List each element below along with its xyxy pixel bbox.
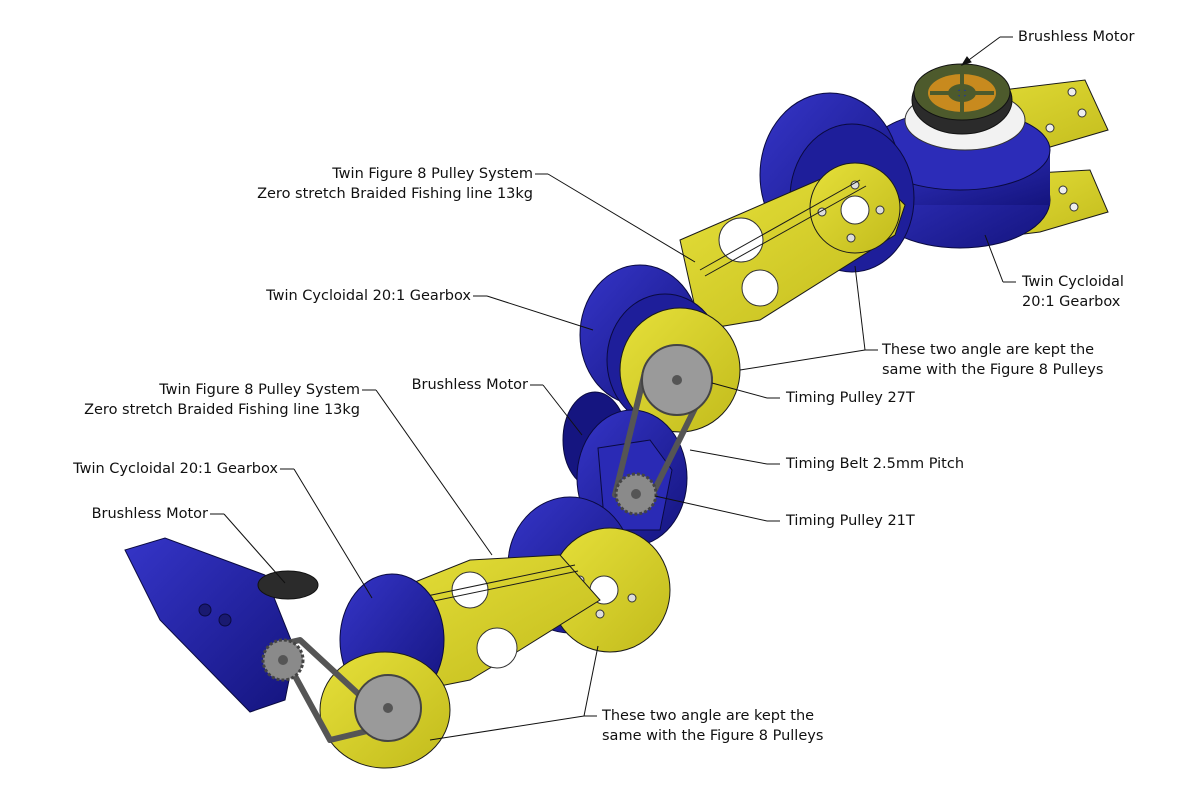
label-gearbox-right-line1: Twin Cycloidal <box>1022 274 1124 290</box>
label-angle-note-bottom-line1: These two angle are kept the <box>602 708 815 724</box>
leader-pulley21-diag <box>654 495 768 522</box>
leader-gearbox-mid-diag <box>486 295 594 331</box>
label-gearbox-right: Twin Cycloidal 20:1 Gearbox <box>1022 272 1124 312</box>
label-brushless-motor-top: Brushless Motor <box>1018 27 1134 47</box>
leader-angle-top-b <box>739 349 866 371</box>
lower-joint-gearbox <box>507 496 671 653</box>
label-pulley-system-mid-line2: Zero stretch Braided Fishing line 13kg <box>84 402 360 418</box>
label-timing-pulley-27t: Timing Pulley 27T <box>786 388 915 408</box>
label-gearbox-left-text: Twin Cycloidal 20:1 Gearbox <box>73 461 278 477</box>
label-timing-pulley-21t-text: Timing Pulley 21T <box>786 513 915 529</box>
label-angle-note-bottom: These two angle are kept the same with t… <box>602 706 823 746</box>
leader-angle-top-a <box>854 265 866 351</box>
label-brushless-motor-top-text: Brushless Motor <box>1018 29 1135 45</box>
label-angle-note-top: These two angle are kept the same with t… <box>882 340 1103 380</box>
label-brushless-motor-mid-text: Brushless Motor <box>411 377 528 393</box>
upper-arm-link <box>679 162 906 331</box>
label-timing-pulley-27t-text: Timing Pulley 27T <box>786 390 915 406</box>
leader-belt-diag <box>689 449 768 465</box>
label-pulley-system-top-line1: Twin Figure 8 Pulley System <box>332 166 533 182</box>
label-gearbox-left: Twin Cycloidal 20:1 Gearbox <box>73 459 278 479</box>
leader-angle-bottom-a <box>583 645 599 717</box>
label-brushless-motor-left-text: Brushless Motor <box>91 506 208 522</box>
label-brushless-motor-left: Brushless Motor <box>92 504 208 524</box>
top-brushless-motor <box>904 63 1026 151</box>
leader-brushless-left-diag <box>223 513 286 584</box>
label-pulley-system-top-line2: Zero stretch Braided Fishing line 13kg <box>257 186 533 202</box>
leader-pulley27-diag <box>711 382 768 399</box>
label-timing-pulley-21t: Timing Pulley 21T <box>786 511 915 531</box>
label-angle-note-bottom-line2: same with the Figure 8 Pulleys <box>602 728 824 744</box>
label-gearbox-mid: Twin Cycloidal 20:1 Gearbox <box>266 286 471 306</box>
label-brushless-motor-mid: Brushless Motor <box>412 375 528 395</box>
label-pulley-system-mid-line1: Twin Figure 8 Pulley System <box>159 382 360 398</box>
leader-pulley-top-diag <box>547 173 696 263</box>
label-gearbox-right-line2: 20:1 Gearbox <box>1022 294 1121 310</box>
left-timing-belt-drive <box>261 637 451 769</box>
label-timing-belt: Timing Belt 2.5mm Pitch <box>786 454 964 474</box>
leader-pulley-mid-diag <box>375 389 493 556</box>
label-angle-note-top-line1: These two angle are kept the <box>882 342 1095 358</box>
leader-angle-bottom-b <box>429 715 585 741</box>
arrow-brushless-top <box>960 56 972 66</box>
label-pulley-system-top: Twin Figure 8 Pulley System Zero stretch… <box>257 164 533 204</box>
timing-belt-drive <box>612 344 713 516</box>
leader-brushless-mid-diag <box>542 384 583 436</box>
label-pulley-system-mid: Twin Figure 8 Pulley System Zero stretch… <box>84 380 360 420</box>
leader-gearbox-left-diag <box>293 468 373 599</box>
label-gearbox-mid-text: Twin Cycloidal 20:1 Gearbox <box>266 288 471 304</box>
leader-lines <box>210 36 1016 741</box>
leader-gearbox-right-diag <box>984 234 1004 283</box>
label-timing-belt-text: Timing Belt 2.5mm Pitch <box>786 456 965 472</box>
label-angle-note-top-line2: same with the Figure 8 Pulleys <box>882 362 1104 378</box>
